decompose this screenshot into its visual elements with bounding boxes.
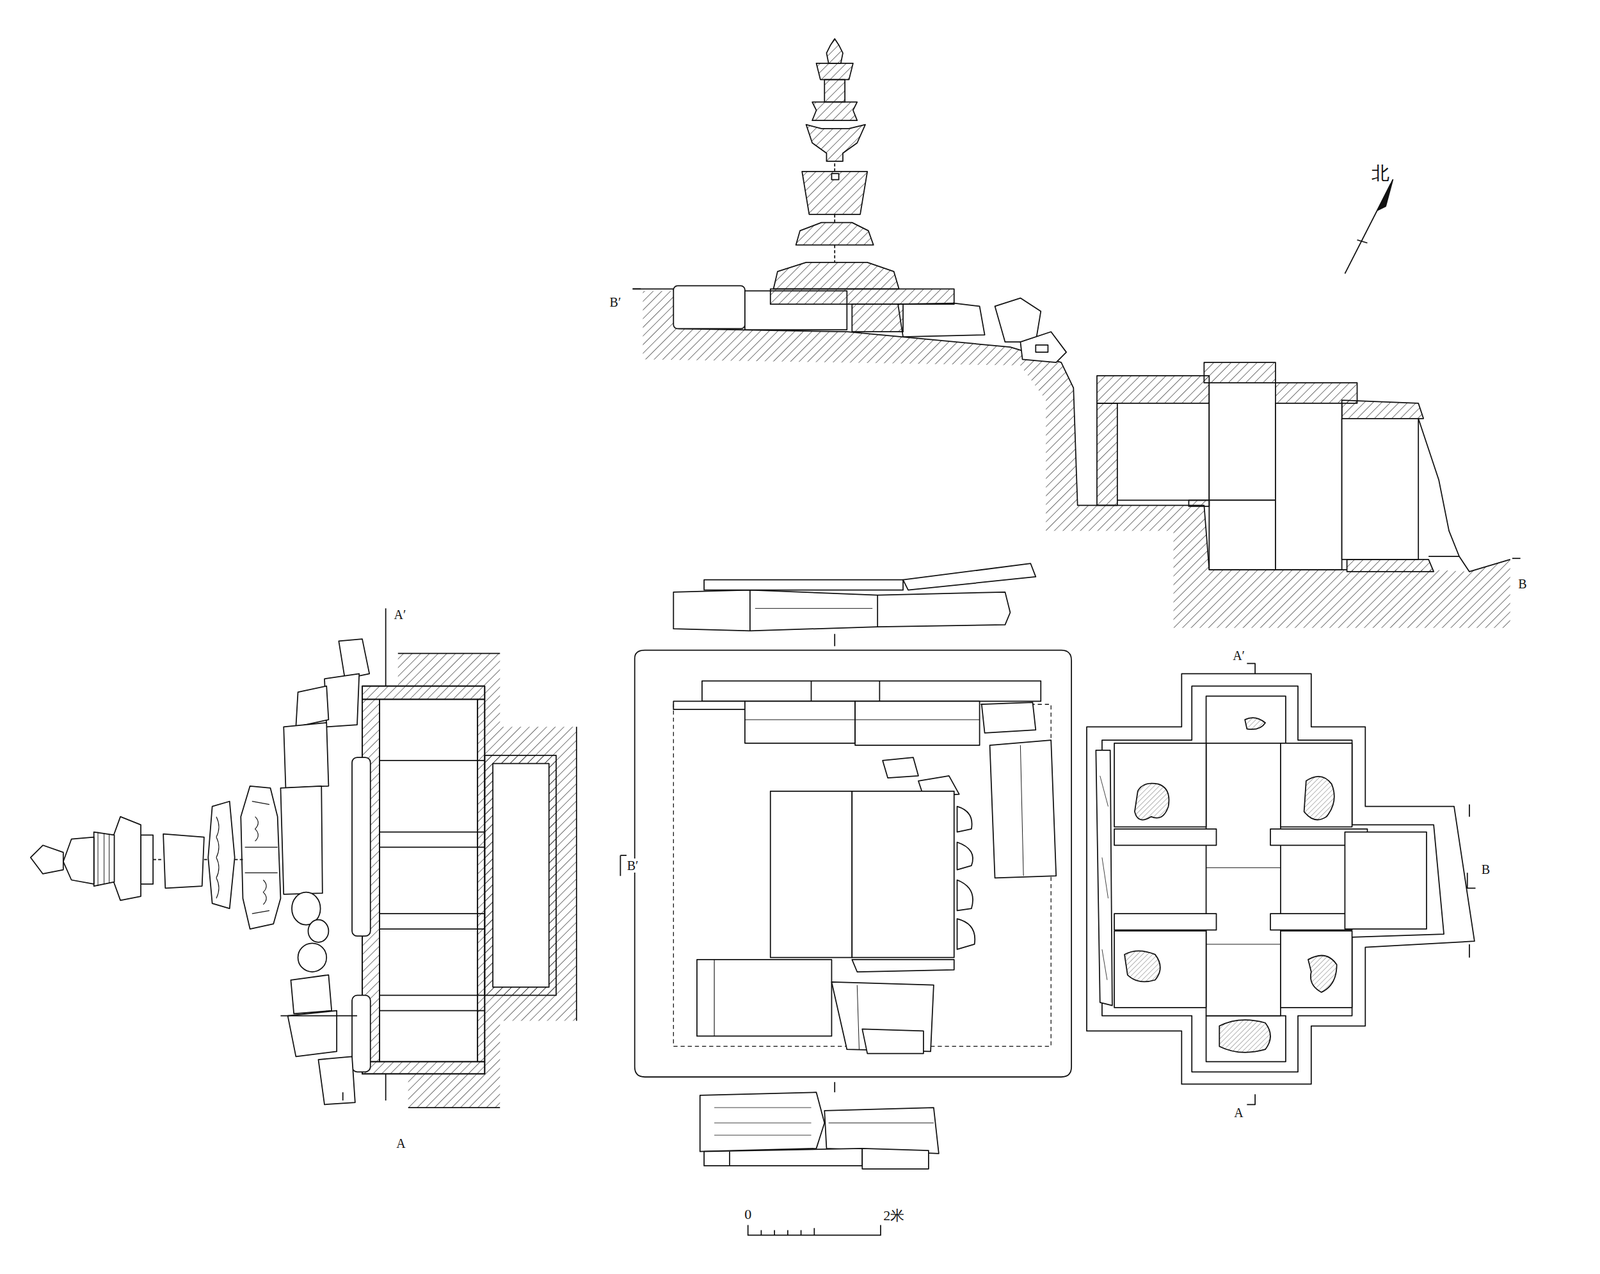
section-mark: A′ <box>392 607 408 622</box>
north-label: 北 <box>1370 163 1391 184</box>
section-mark: A′ <box>1231 648 1247 663</box>
section-mark: B <box>1516 576 1528 591</box>
section-mark: B <box>1480 862 1492 877</box>
scale-unit: 2米 <box>881 1207 906 1224</box>
section-mark: A <box>394 1136 407 1151</box>
section-mark: A <box>1232 1105 1245 1120</box>
scale-value: 0 <box>743 1206 753 1222</box>
section-mark: B′ <box>608 295 623 310</box>
section-mark: B′ <box>625 858 640 873</box>
